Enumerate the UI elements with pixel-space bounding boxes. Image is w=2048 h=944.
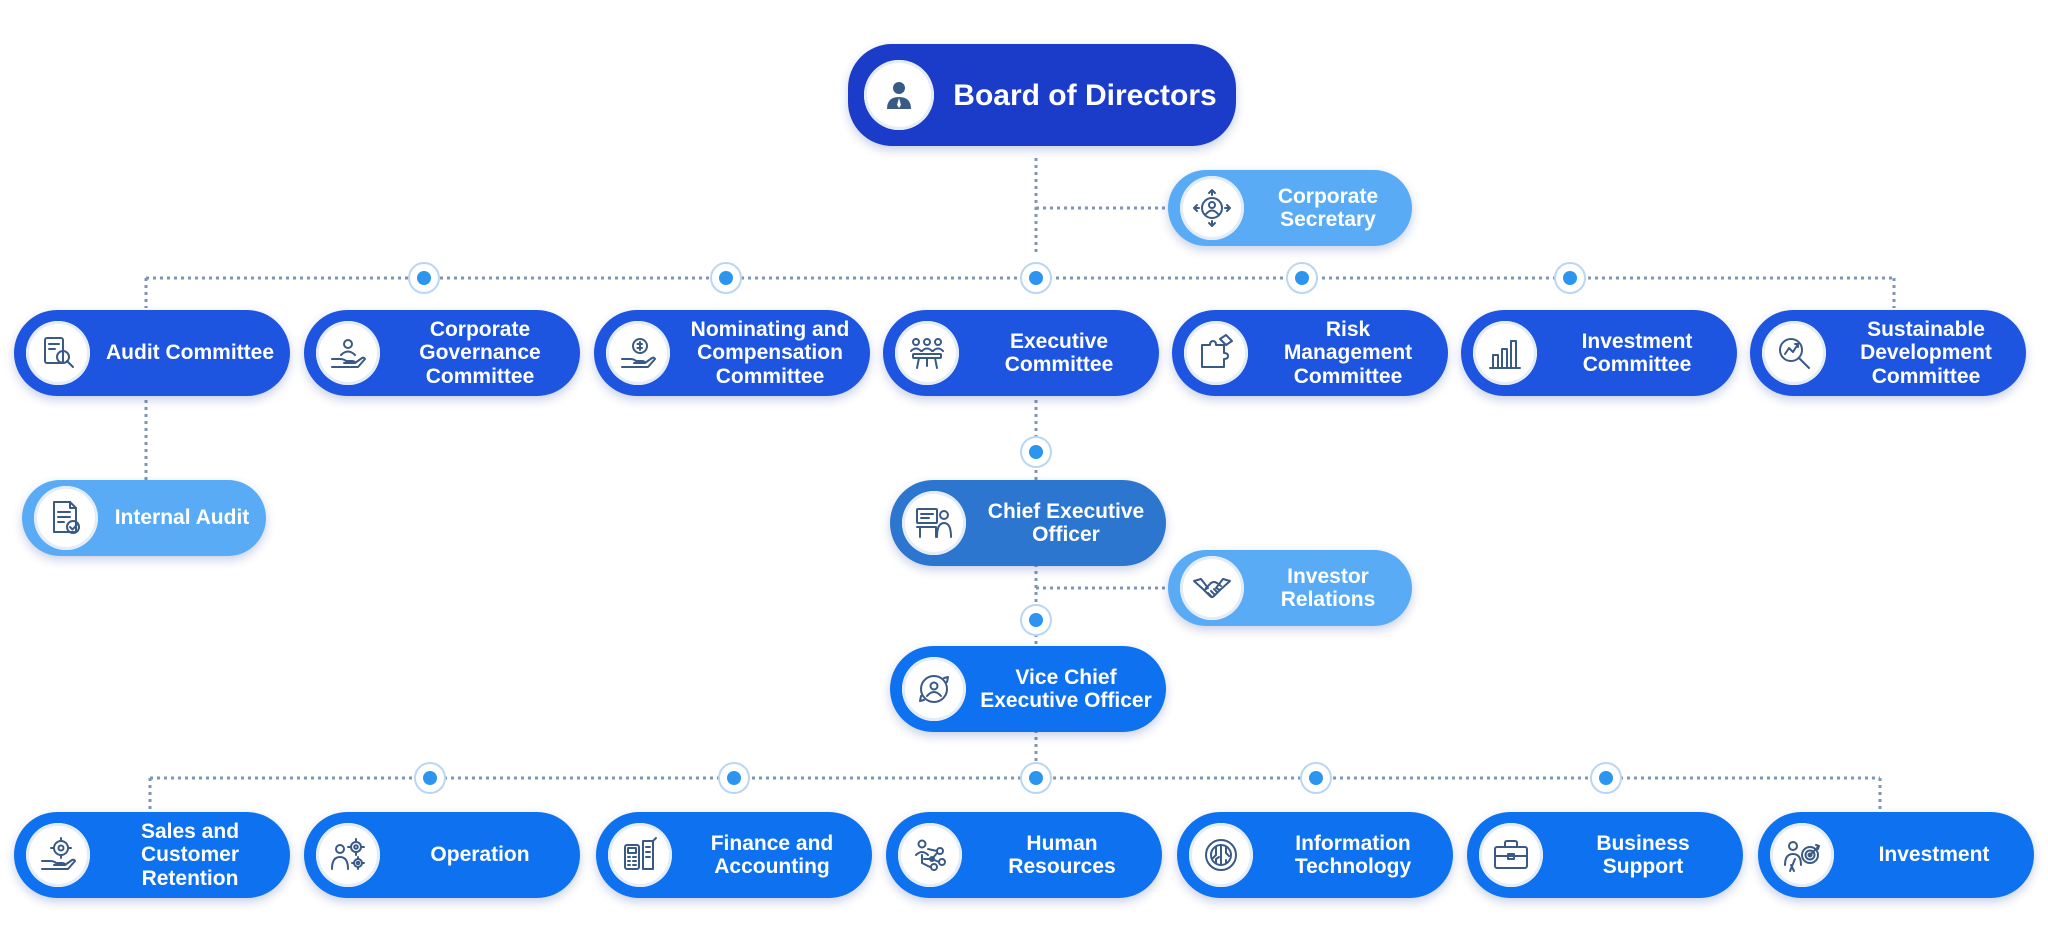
magnifier-chart-icon — [1762, 321, 1826, 385]
target-person-icon — [1770, 823, 1834, 887]
junction-dot-department-1 — [414, 762, 446, 794]
junction-dot-committee-1 — [408, 262, 440, 294]
department-sales: Sales and Customer Retention — [14, 812, 290, 898]
junction-dot-ceo — [1020, 436, 1052, 468]
corporate-secretary-node-label: Corporate Secretary — [1277, 184, 1379, 231]
committee-risk: Risk Management Committee — [1172, 310, 1448, 396]
vice-ceo-node: Vice Chief Executive Officer — [890, 646, 1166, 732]
board-node-label: Board of Directors — [953, 78, 1217, 112]
board-node: Board of Directors — [848, 44, 1236, 146]
department-business-support-label: Business Support — [1596, 831, 1690, 878]
junction-dot-committee-4 — [1286, 262, 1318, 294]
junction-dot-committee-5 — [1554, 262, 1586, 294]
investor-relations-node-label: Investor Relations — [1280, 564, 1376, 611]
circuit-icon — [1189, 823, 1253, 887]
junction-dot-committee-2 — [710, 262, 742, 294]
director-icon — [864, 60, 934, 130]
ceo-node-label: Chief Executive Officer — [987, 499, 1145, 546]
junction-dot-vice-ceo — [1020, 604, 1052, 636]
internal-audit-node: Internal Audit — [22, 480, 266, 556]
hand-coin-icon — [606, 321, 670, 385]
junction-dot-department-2 — [718, 762, 750, 794]
junction-dot-department-3 — [1020, 762, 1052, 794]
person-network-icon — [1180, 176, 1244, 240]
bar-chart-icon — [1473, 321, 1537, 385]
committee-risk-label: Risk Management Committee — [1283, 318, 1413, 388]
internal-audit-node-label: Internal Audit — [114, 506, 250, 530]
committee-sustainable: Sustainable Development Committee — [1750, 310, 2026, 396]
committee-audit: Audit Committee — [14, 310, 290, 396]
department-sales-label: Sales and Customer Retention — [140, 820, 240, 890]
person-gears-icon — [316, 823, 380, 887]
checklist-document-icon — [34, 486, 98, 550]
hand-person-icon — [316, 321, 380, 385]
department-it: Information Technology — [1177, 812, 1453, 898]
department-investment-label: Investment — [1878, 843, 1990, 867]
committee-nominating: Nominating and Compensation Committee — [594, 310, 870, 396]
department-finance-label: Finance and Accounting — [710, 831, 834, 878]
committee-investment-committee: Investment Committee — [1461, 310, 1737, 396]
junction-dot-committee-3 — [1020, 262, 1052, 294]
hand-gear-icon — [26, 823, 90, 887]
department-hr-label: Human Resources — [1008, 831, 1116, 878]
people-network-icon — [898, 823, 962, 887]
committee-governance-label: Corporate Governance Committee — [419, 318, 541, 388]
committee-sustainable-label: Sustainable Development Committee — [1860, 318, 1992, 388]
department-investment: Investment — [1758, 812, 2034, 898]
investor-relations-node: Investor Relations — [1168, 550, 1412, 626]
junction-dot-department-4 — [1300, 762, 1332, 794]
committee-governance: Corporate Governance Committee — [304, 310, 580, 396]
department-hr: Human Resources — [886, 812, 1162, 898]
vice-ceo-node-label: Vice Chief Executive Officer — [980, 665, 1152, 712]
person-cycle-icon — [902, 657, 966, 721]
department-operation-label: Operation — [430, 843, 530, 867]
puzzle-icon — [1184, 321, 1248, 385]
junction-dot-department-5 — [1590, 762, 1622, 794]
calculator-icon — [608, 823, 672, 887]
ceo-node: Chief Executive Officer — [890, 480, 1166, 566]
committee-executive: Executive Committee — [883, 310, 1159, 396]
handshake-icon — [1180, 556, 1244, 620]
department-operation: Operation — [304, 812, 580, 898]
team-meeting-icon — [895, 321, 959, 385]
committee-executive-label: Executive Committee — [1004, 329, 1114, 376]
audit-document-icon — [26, 321, 90, 385]
presentation-icon — [902, 491, 966, 555]
department-it-label: Information Technology — [1294, 831, 1412, 878]
department-business-support: Business Support — [1467, 812, 1743, 898]
department-finance: Finance and Accounting — [596, 812, 872, 898]
committee-nominating-label: Nominating and Compensation Committee — [690, 318, 850, 388]
briefcase-icon — [1479, 823, 1543, 887]
committee-audit-label: Audit Committee — [106, 341, 274, 365]
corporate-secretary-node: Corporate Secretary — [1168, 170, 1412, 246]
committee-investment-committee-label: Investment Committee — [1581, 329, 1693, 376]
